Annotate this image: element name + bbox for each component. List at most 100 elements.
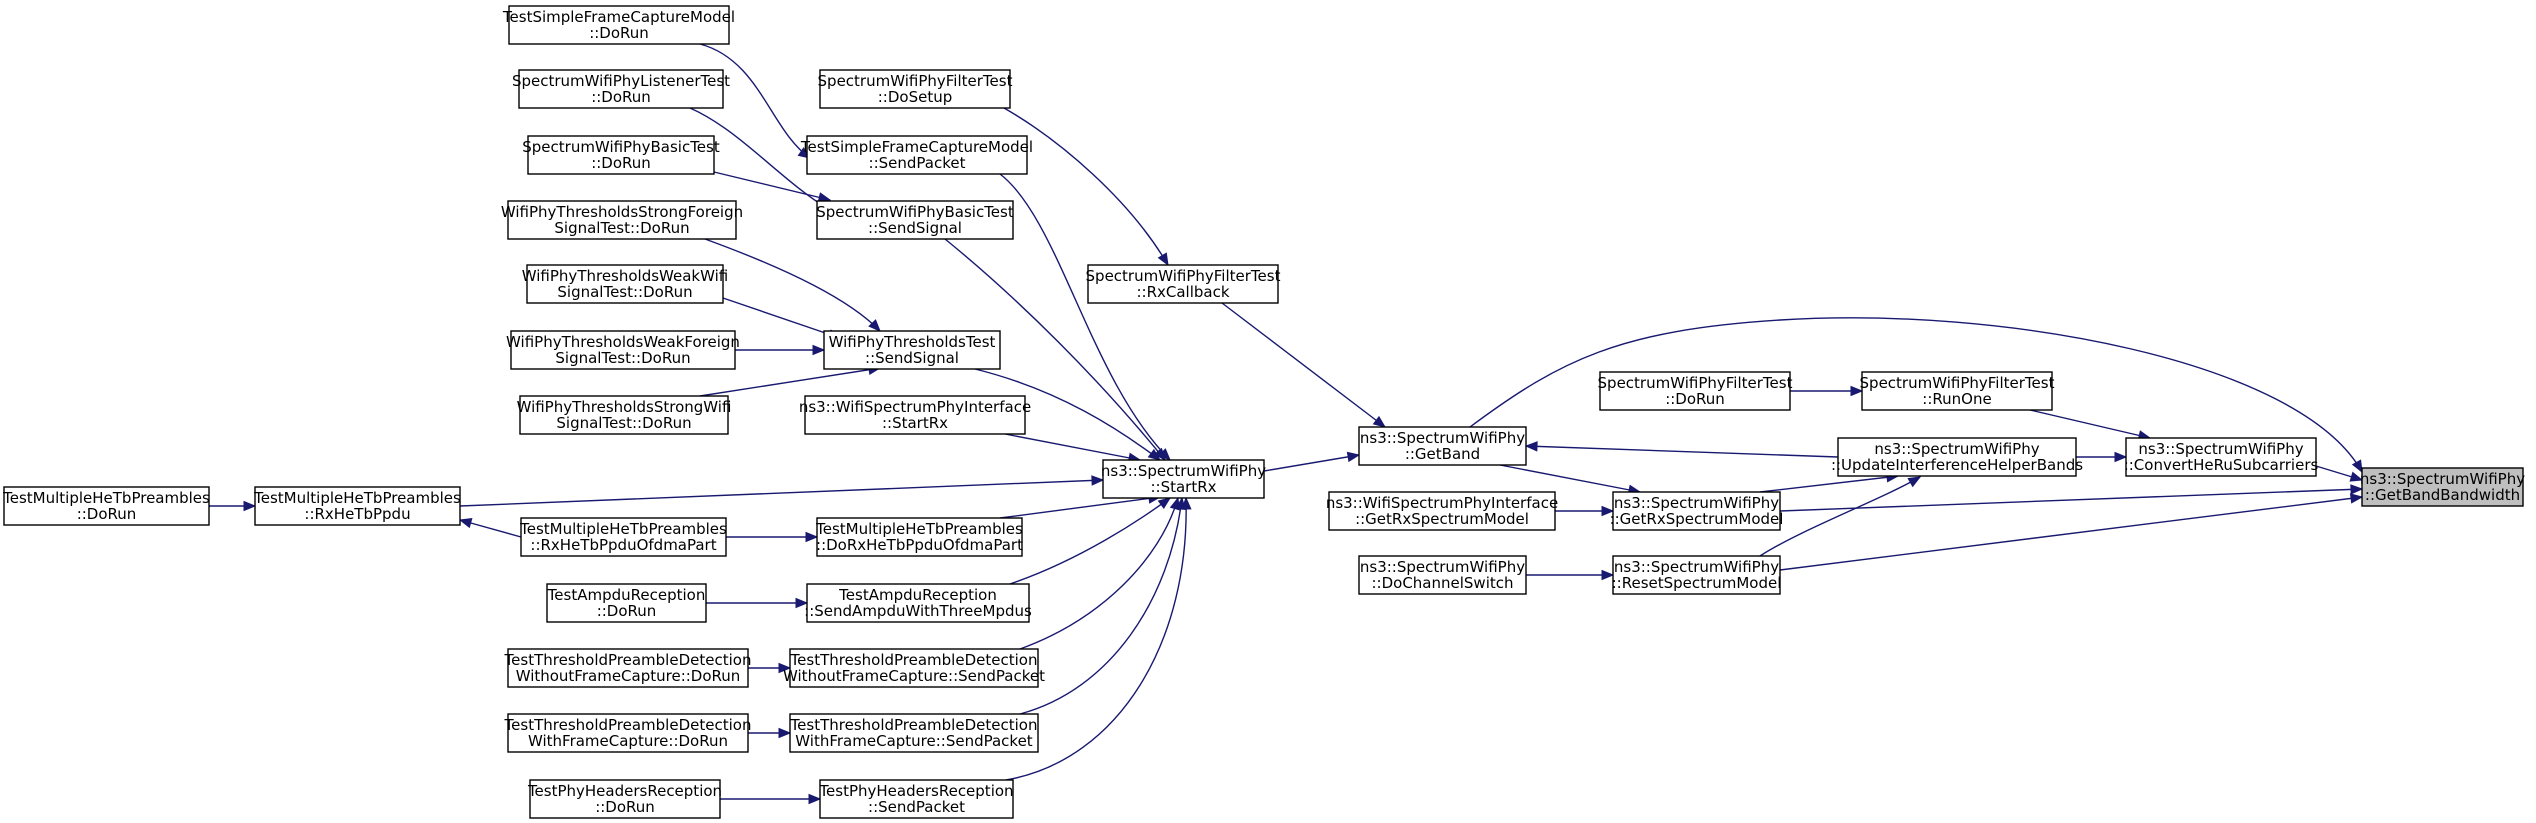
arrowhead-icon [1907, 476, 1922, 488]
node-listener-do-run[interactable]: SpectrumWifiPhyListenerTest::DoRun [512, 69, 730, 109]
node-w-f-c-send[interactable]: TestThresholdPreambleDetectionWithFrameC… [789, 713, 1039, 753]
node-send-ampdu[interactable]: TestAmpduReception::SendAmpduWithThreeMp… [804, 583, 1032, 623]
node-label-line-2: WithFrameCapture::DoRun [528, 732, 728, 750]
node-label-line-1: TestThresholdPreambleDetection [790, 651, 1038, 669]
node-rx-callback[interactable]: SpectrumWifiPhyFilterTest::RxCallback [1086, 264, 1281, 304]
edge-line [1004, 433, 1141, 461]
arrowhead-icon [812, 344, 826, 356]
node-label-line-2: WithoutFrameCapture::DoRun [516, 667, 741, 685]
node-get-band[interactable]: ns3::SpectrumWifiPhy::GetBand [1358, 426, 1527, 466]
node-label-line-1: TestSimpleFrameCaptureModel [800, 138, 1033, 156]
node-s-f-c-do-run[interactable]: TestSimpleFrameCaptureModel::DoRun [502, 5, 735, 45]
edge-line [704, 238, 881, 332]
node-reset-spectrum-model[interactable]: ns3::SpectrumWifiPhy::ResetSpectrumModel [1612, 555, 1782, 595]
edge-RxHeTbPpdu-to-RxOfdma [458, 518, 522, 538]
node-strong-foreign[interactable]: WifiPhyThresholdsStrongForeignSignalTest… [501, 200, 743, 240]
node-wo-f-c-do-run[interactable]: TestThresholdPreambleDetectionWithoutFra… [504, 648, 752, 688]
node-do-channel-switch[interactable]: ns3::SpectrumWifiPhy::DoChannelSwitch [1358, 555, 1527, 595]
edge-RxCallback-to-GetBand [1221, 302, 1387, 428]
node-phy-hdr-do-run[interactable]: TestPhyHeadersReception::DoRun [527, 779, 722, 819]
edge-GetBand-to-GetRxSpectrumModel [1499, 464, 1642, 495]
node-label-line-2: ::DoRun [591, 154, 651, 172]
node-label-line-2: SignalTest::DoRun [557, 283, 692, 301]
edge-line [1759, 475, 1899, 493]
node-if-get-rx-spectrum-model[interactable]: ns3::WifiSpectrumPhyInterface::GetRxSpec… [1326, 491, 1558, 531]
node-box [1612, 555, 1781, 595]
edge-PhyHdrSend-to-StartRx [1005, 496, 1192, 781]
edge-ThrSendSignal-to-StartRx [974, 368, 1162, 461]
node-box [3, 486, 210, 526]
node-if-start-rx[interactable]: ns3::WifiSpectrumPhyInterface::StartRx [799, 395, 1031, 435]
arrowhead-icon [243, 500, 257, 512]
node-wo-f-c-send[interactable]: TestThresholdPreambleDetectionWithoutFra… [783, 648, 1045, 688]
node-update-interference[interactable]: ns3::SpectrumWifiPhy::UpdateInterference… [1831, 437, 2083, 477]
node-label-line-2: ::DoChannelSwitch [1371, 574, 1513, 592]
node-strong-wifi[interactable]: WifiPhyThresholdsStrongWifiSignalTest::D… [517, 395, 732, 435]
edge-ResetSpectrumModel-to-GetBandBandwidth [1779, 493, 2364, 571]
node-box [1599, 371, 1791, 411]
node-label-line-1: SpectrumWifiPhyBasicTest [522, 138, 720, 156]
node-weak-wifi[interactable]: WifiPhyThresholdsWeakWifiSignalTest::DoR… [522, 264, 728, 304]
node-label-line-1: TestAmpduReception [547, 586, 706, 604]
node-label-line-2: ::SendAmpduWithThreeMpdus [804, 602, 1032, 620]
node-thr-send-signal[interactable]: WifiPhyThresholdsTest::SendSignal [823, 330, 1001, 370]
node-label-line-1: SpectrumWifiPhyFilterTest [818, 72, 1013, 90]
node-filter-do-run[interactable]: SpectrumWifiPhyFilterTest::DoRun [1598, 371, 1793, 411]
arrowhead-icon [778, 727, 792, 739]
node-w-f-c-do-run[interactable]: TestThresholdPreambleDetectionWithFrameC… [504, 713, 752, 753]
node-box [254, 486, 461, 526]
edge-WoFCDoRun-to-WoFCSend [748, 662, 792, 674]
edge-line [1009, 497, 1171, 585]
node-basic-do-run[interactable]: SpectrumWifiPhyBasicTest::DoRun [522, 135, 720, 175]
arrowhead-icon [1372, 415, 1387, 428]
node-label-line-1: TestMultipleHeTbPreambles [253, 489, 461, 507]
edge-line [1019, 497, 1183, 715]
node-label-line-2: WithFrameCapture::SendPacket [795, 732, 1033, 750]
node-get-rx-spectrum-model[interactable]: ns3::SpectrumWifiPhy::GetRxSpectrumModel [1610, 491, 1784, 531]
node-box [1102, 459, 1265, 499]
edge-DoChannelSwitch-to-ResetSpectrumModel [1526, 569, 1615, 581]
node-get-band-bandwidth[interactable]: ns3::SpectrumWifiPhy::GetBandBandwidth [2360, 467, 2525, 507]
node-label-line-2: ::StartRx [882, 414, 948, 432]
edge-line [2029, 409, 2151, 439]
node-box [1358, 555, 1527, 595]
node-m-h-t-do-run[interactable]: TestMultipleHeTbPreambles::DoRun [2, 486, 210, 526]
node-label-line-1: ns3::WifiSpectrumPhyInterface [1326, 494, 1558, 512]
node-label-line-1: ns3::SpectrumWifiPhy [1101, 462, 1266, 480]
node-filter-do-setup[interactable]: SpectrumWifiPhyFilterTest::DoSetup [818, 69, 1013, 109]
node-label-line-2: WithoutFrameCapture::SendPacket [783, 667, 1045, 685]
node-box [546, 583, 707, 623]
node-rx-ofdma[interactable]: TestMultipleHeTbPreambles::RxHeTbPpduOfd… [519, 517, 727, 557]
node-label-line-1: SpectrumWifiPhyBasicTest [816, 203, 1014, 221]
node-weak-foreign[interactable]: WifiPhyThresholdsWeakForeignSignalTest::… [506, 330, 740, 370]
node-box [1861, 371, 2053, 411]
node-box [1328, 491, 1556, 531]
edge-IfGetRxSpectrumModel-to-GetRxSpectrumModel [1555, 505, 1615, 517]
node-ampdu-do-run[interactable]: TestAmpduReception::DoRun [546, 583, 707, 623]
node-run-one[interactable]: SpectrumWifiPhyFilterTest::RunOne [1860, 371, 2055, 411]
node-s-f-c-send-packet[interactable]: TestSimpleFrameCaptureModel::SendPacket [800, 135, 1033, 175]
node-box [819, 69, 1011, 109]
edge-line [1525, 445, 1839, 458]
node-label-line-2: ::RxHeTbPpduOfdmaPart [530, 536, 716, 554]
edge-line [713, 171, 831, 201]
node-label-line-2: ::UpdateInterferenceHelperBands [1831, 456, 2083, 474]
node-start-rx[interactable]: ns3::SpectrumWifiPhy::StartRx [1101, 459, 1266, 499]
edge-RxHeTbPpdu-to-StartRx [459, 475, 1105, 507]
node-box [804, 395, 1026, 435]
node-basic-send-signal[interactable]: SpectrumWifiPhyBasicTest::SendSignal [816, 200, 1014, 240]
node-box [806, 583, 1030, 623]
node-rx-he-tb-ppdu[interactable]: TestMultipleHeTbPreambles::RxHeTbPpdu [253, 486, 461, 526]
node-do-rx-ofdma[interactable]: TestMultipleHeTbPreambles::DoRxHeTbPpduO… [815, 517, 1023, 557]
node-layer: ns3::SpectrumWifiPhy::GetBandBandwidthns… [2, 5, 2525, 819]
edge-line [999, 173, 1171, 461]
node-label-line-2: ::ResetSpectrumModel [1612, 574, 1782, 592]
node-label-line-1: WifiPhyThresholdsWeakWifi [522, 267, 728, 285]
arrowhead-icon [805, 531, 819, 543]
node-label-line-1: SpectrumWifiPhyFilterTest [1860, 374, 2055, 392]
node-convert-he-ru-subcarriers[interactable]: ns3::SpectrumWifiPhy::ConvertHeRuSubcarr… [2124, 437, 2319, 477]
edge-line [999, 496, 1161, 519]
node-phy-hdr-send[interactable]: TestPhyHeadersReception::SendPacket [818, 779, 1014, 819]
arrowhead-icon [1601, 569, 1615, 581]
edge-line [1759, 476, 1921, 557]
